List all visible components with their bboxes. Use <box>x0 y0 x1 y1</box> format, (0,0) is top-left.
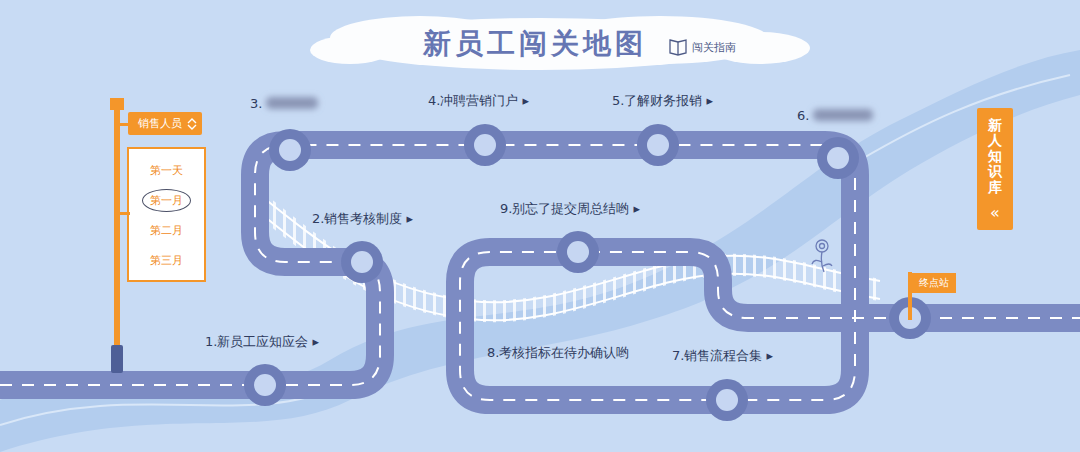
road-dashes <box>0 145 1080 400</box>
knowledge-tab: 新人知识库 « <box>977 108 1013 230</box>
pole-base <box>111 345 123 373</box>
node-text: 7.销售流程合集 ▸ <box>672 347 773 365</box>
station-label: 3. <box>250 96 262 111</box>
rail <box>255 191 880 302</box>
node-text: 5.了解财务报销 ▸ <box>612 92 713 110</box>
stage-panel <box>128 148 205 281</box>
stage-item: 第一天 <box>150 163 183 178</box>
title-text: 新员工闯关地图 <box>423 25 647 63</box>
node-text: 6. <box>797 108 809 123</box>
node-text: 1.新员工应知应会 ▸ <box>205 333 319 351</box>
book-icon <box>670 40 686 55</box>
river-ripple <box>860 75 1070 160</box>
node-text: 终点站 <box>919 276 949 290</box>
stage-item: 第三月 <box>150 253 183 268</box>
node-text: 9.别忘了提交周总结哟 ▸ <box>500 200 640 218</box>
node-text: 4.冲聘营销门户 ▸ <box>428 92 529 110</box>
role-sign: 销售人员 <box>128 112 202 135</box>
station-label: 5.了解财务报销 ▸ <box>612 92 713 110</box>
node-text: 3. <box>250 96 262 111</box>
stage-item: 第二月 <box>150 223 183 238</box>
node-text: 新人知识库 <box>988 118 1002 195</box>
node-text: 2.销售考核制度 ▸ <box>312 210 413 228</box>
road <box>0 145 1080 400</box>
station-label: 2.销售考核制度 ▸ <box>312 210 413 228</box>
current-stage: 第一月 <box>142 189 191 212</box>
node-symbol: « <box>977 203 1013 222</box>
station-label: 4.冲聘营销门户 ▸ <box>428 92 529 110</box>
title-cloud <box>310 16 810 70</box>
label-text: 第一天 <box>150 163 183 178</box>
label-text: 第三月 <box>150 253 183 268</box>
station-label: 8.考核指标在待办确认哟 <box>487 344 629 362</box>
station-label: 7.销售流程合集 ▸ <box>672 347 773 365</box>
blurred-text <box>266 97 318 109</box>
node-text: 销售人员 <box>138 116 182 131</box>
map-title: 新员工闯关地图 <box>423 25 647 63</box>
flower-sketch <box>812 240 832 272</box>
guide-link: 闯关指南 <box>692 40 736 55</box>
rail <box>255 209 880 320</box>
station-label: 9.别忘了提交周总结哟 ▸ <box>500 200 640 218</box>
station-label: 1.新员工应知应会 ▸ <box>205 333 319 351</box>
river <box>0 50 1080 452</box>
pole-cap <box>110 98 124 110</box>
label-text: 闯关指南 <box>692 40 736 55</box>
dropdown-chevron <box>187 118 197 130</box>
end-flag: 终点站 <box>912 273 956 293</box>
label-text: 8.考核指标在待办确认哟 <box>487 344 629 362</box>
node-text: 第一月 <box>150 193 183 208</box>
blurred-text <box>813 109 873 121</box>
station-label: 6. <box>797 108 809 123</box>
sign-arm <box>120 212 130 215</box>
rail-ties <box>255 200 880 311</box>
station-circles <box>244 124 931 421</box>
sign-pole <box>114 104 120 354</box>
label-text: 第二月 <box>150 223 183 238</box>
